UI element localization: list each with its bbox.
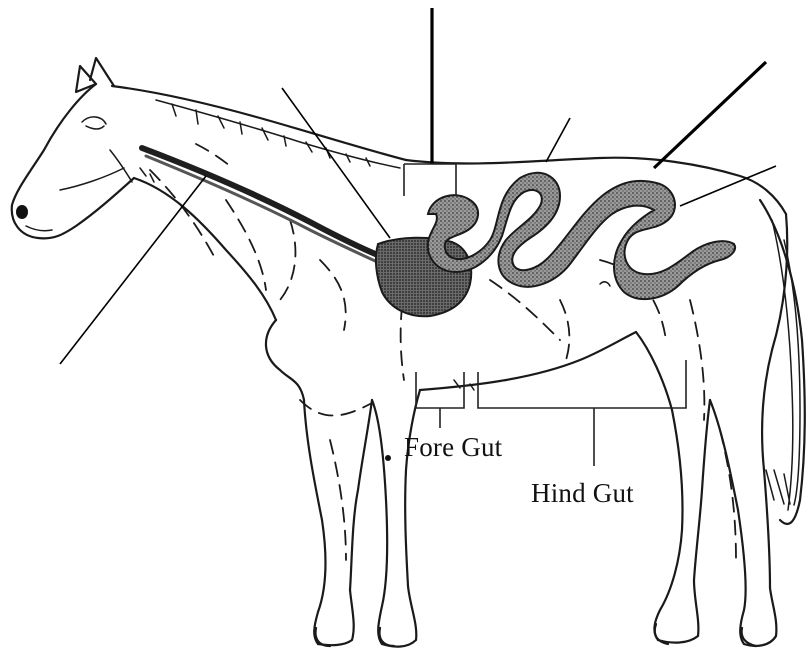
hind-gut-label: Hind Gut xyxy=(531,478,634,509)
fore-gut-bracket xyxy=(404,164,456,196)
intestine xyxy=(428,173,735,299)
leader-small-intestine xyxy=(546,118,570,162)
fore-gut-label: Fore Gut xyxy=(404,432,502,463)
horse-outline xyxy=(12,58,805,647)
esophagus xyxy=(142,148,390,266)
hind-gut-lower-bracket xyxy=(478,360,686,466)
stomach xyxy=(376,238,471,317)
fore-gut-lower-bracket xyxy=(416,372,464,428)
leader-cecum xyxy=(654,62,766,168)
leader-esophagus xyxy=(60,176,206,364)
